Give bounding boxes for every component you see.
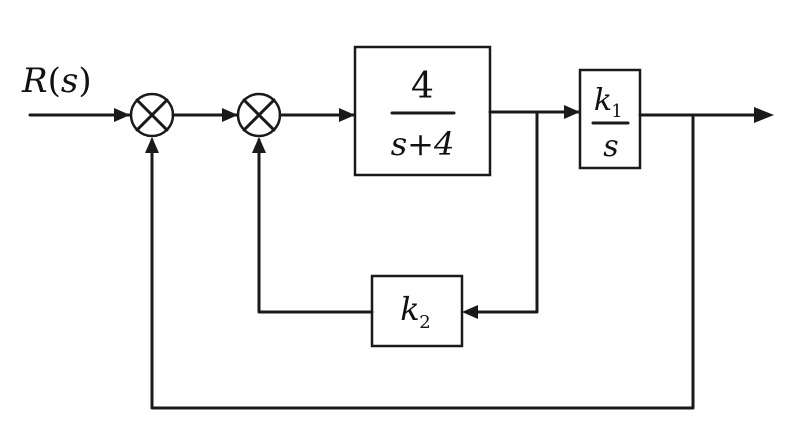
summing-junction-outer — [129, 92, 175, 138]
inner-feedback-tap — [464, 110, 539, 314]
input-arrow-icon — [114, 108, 130, 122]
inner-feedback-return — [257, 138, 374, 314]
summing-junction-inner — [236, 92, 282, 138]
integrator-denominator: s — [603, 129, 618, 164]
outer-feedback-arrow-icon — [145, 137, 159, 153]
feedback-gain-block: k 2 — [370, 274, 464, 348]
feedback-gain-subscript: 2 — [419, 312, 430, 333]
k2-input-arrow-icon — [462, 305, 478, 319]
output-arrow-icon — [754, 107, 774, 123]
plant-input-arrow-icon — [339, 108, 355, 122]
plant-numerator: 4 — [411, 66, 434, 107]
inner-feedback-arrow-icon — [252, 137, 266, 153]
plant-block: 4 s+4 — [353, 45, 492, 177]
feedback-gain-symbol: k — [400, 290, 419, 328]
integrator-input-arrow-icon — [564, 105, 580, 119]
link-arrow-icon — [222, 108, 238, 122]
input-label: R(s) — [21, 61, 92, 101]
integrator-subscript: 1 — [611, 101, 622, 122]
plant-denominator: s+4 — [391, 125, 455, 163]
outer-feedback-path — [150, 113, 695, 410]
integrator-numerator: k — [594, 83, 612, 118]
integrator-block: k 1 s — [578, 68, 642, 170]
